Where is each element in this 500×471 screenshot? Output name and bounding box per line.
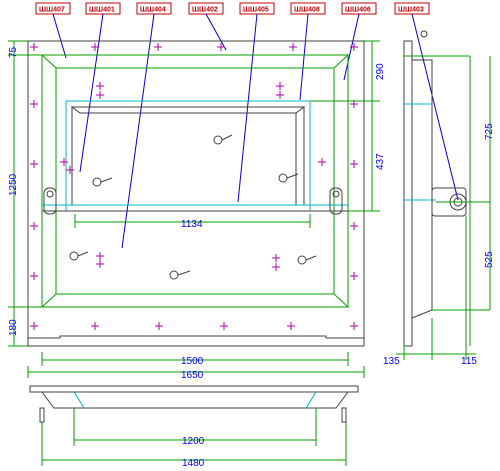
seal-marker bbox=[169, 270, 191, 280]
fastener bbox=[91, 322, 99, 330]
seal-marker bbox=[278, 173, 299, 183]
dim-overall-outer: 1650 bbox=[181, 370, 204, 381]
fastener bbox=[318, 158, 326, 166]
tag-3: ШШ404 bbox=[136, 2, 172, 15]
tag-label: ШШ403 bbox=[398, 7, 424, 14]
dim-right-upper: 290 bbox=[375, 63, 386, 80]
dim-side-flange: 115 bbox=[461, 356, 477, 367]
seal-marker bbox=[297, 255, 317, 265]
fastener bbox=[287, 322, 295, 330]
seal-marker bbox=[92, 177, 113, 187]
fastener bbox=[272, 254, 280, 271]
dim-right-mid: 437 bbox=[375, 153, 386, 170]
fastener bbox=[350, 322, 358, 330]
seal-markers bbox=[69, 134, 317, 280]
seal-marker bbox=[69, 251, 89, 261]
side-view bbox=[396, 30, 491, 360]
tag-label: ШШ407 bbox=[39, 7, 65, 14]
fastener-marks bbox=[30, 43, 358, 330]
fastener bbox=[30, 100, 38, 108]
fastener bbox=[350, 160, 358, 168]
dim-side-lower: 525 bbox=[484, 251, 495, 268]
dim-left-bottom: 180 bbox=[8, 319, 19, 336]
fastener bbox=[350, 222, 358, 230]
dim-window-width: 1134 bbox=[181, 219, 203, 230]
tag-label: ШШ401 bbox=[89, 7, 115, 14]
leader-lines bbox=[52, 13, 459, 249]
fastener bbox=[30, 222, 38, 230]
fastener bbox=[30, 160, 38, 168]
tag-8: ШШ403 bbox=[394, 2, 430, 15]
tag-7: ШШ406 bbox=[341, 2, 377, 15]
bottom-view bbox=[29, 385, 359, 466]
tag-label: ШШ402 bbox=[192, 7, 218, 14]
fastener bbox=[155, 322, 163, 330]
tag-label: ШШ408 bbox=[294, 7, 320, 14]
dim-bottom-outer: 1480 bbox=[182, 458, 205, 469]
tag-1: ШШ407 bbox=[35, 2, 71, 15]
fastener bbox=[276, 82, 284, 99]
tag-5: ШШ405 bbox=[239, 2, 275, 15]
fastener bbox=[289, 43, 297, 51]
front-dimensions bbox=[8, 40, 380, 378]
fastener bbox=[350, 272, 358, 280]
tag-6: ШШ408 bbox=[290, 2, 326, 15]
tag-4: ШШ402 bbox=[188, 2, 224, 15]
fastener bbox=[154, 43, 162, 51]
fastener bbox=[30, 322, 38, 330]
fastener bbox=[96, 252, 104, 268]
dim-left-top: 75 bbox=[8, 46, 19, 58]
dim-bottom-inner: 1200 bbox=[182, 436, 205, 447]
tag-2: ШШ401 bbox=[85, 2, 121, 15]
fastener bbox=[60, 158, 74, 174]
dim-overall-inner: 1500 bbox=[181, 356, 204, 367]
front-view bbox=[27, 40, 365, 347]
fastener bbox=[91, 43, 99, 51]
fastener bbox=[220, 322, 228, 330]
tag-label: ШШ406 bbox=[345, 7, 371, 14]
dim-left-main: 1250 bbox=[8, 173, 19, 196]
dim-side-depth: 135 bbox=[383, 356, 400, 367]
tag-label: ШШ405 bbox=[243, 7, 269, 14]
tag-label: ШШ404 bbox=[140, 7, 166, 14]
fastener bbox=[217, 43, 225, 51]
fastener bbox=[30, 43, 38, 51]
fastener bbox=[350, 43, 358, 51]
seal-marker bbox=[213, 134, 233, 145]
fastener bbox=[30, 272, 38, 280]
dim-side-upper: 725 bbox=[484, 123, 495, 140]
fastener bbox=[96, 82, 104, 99]
